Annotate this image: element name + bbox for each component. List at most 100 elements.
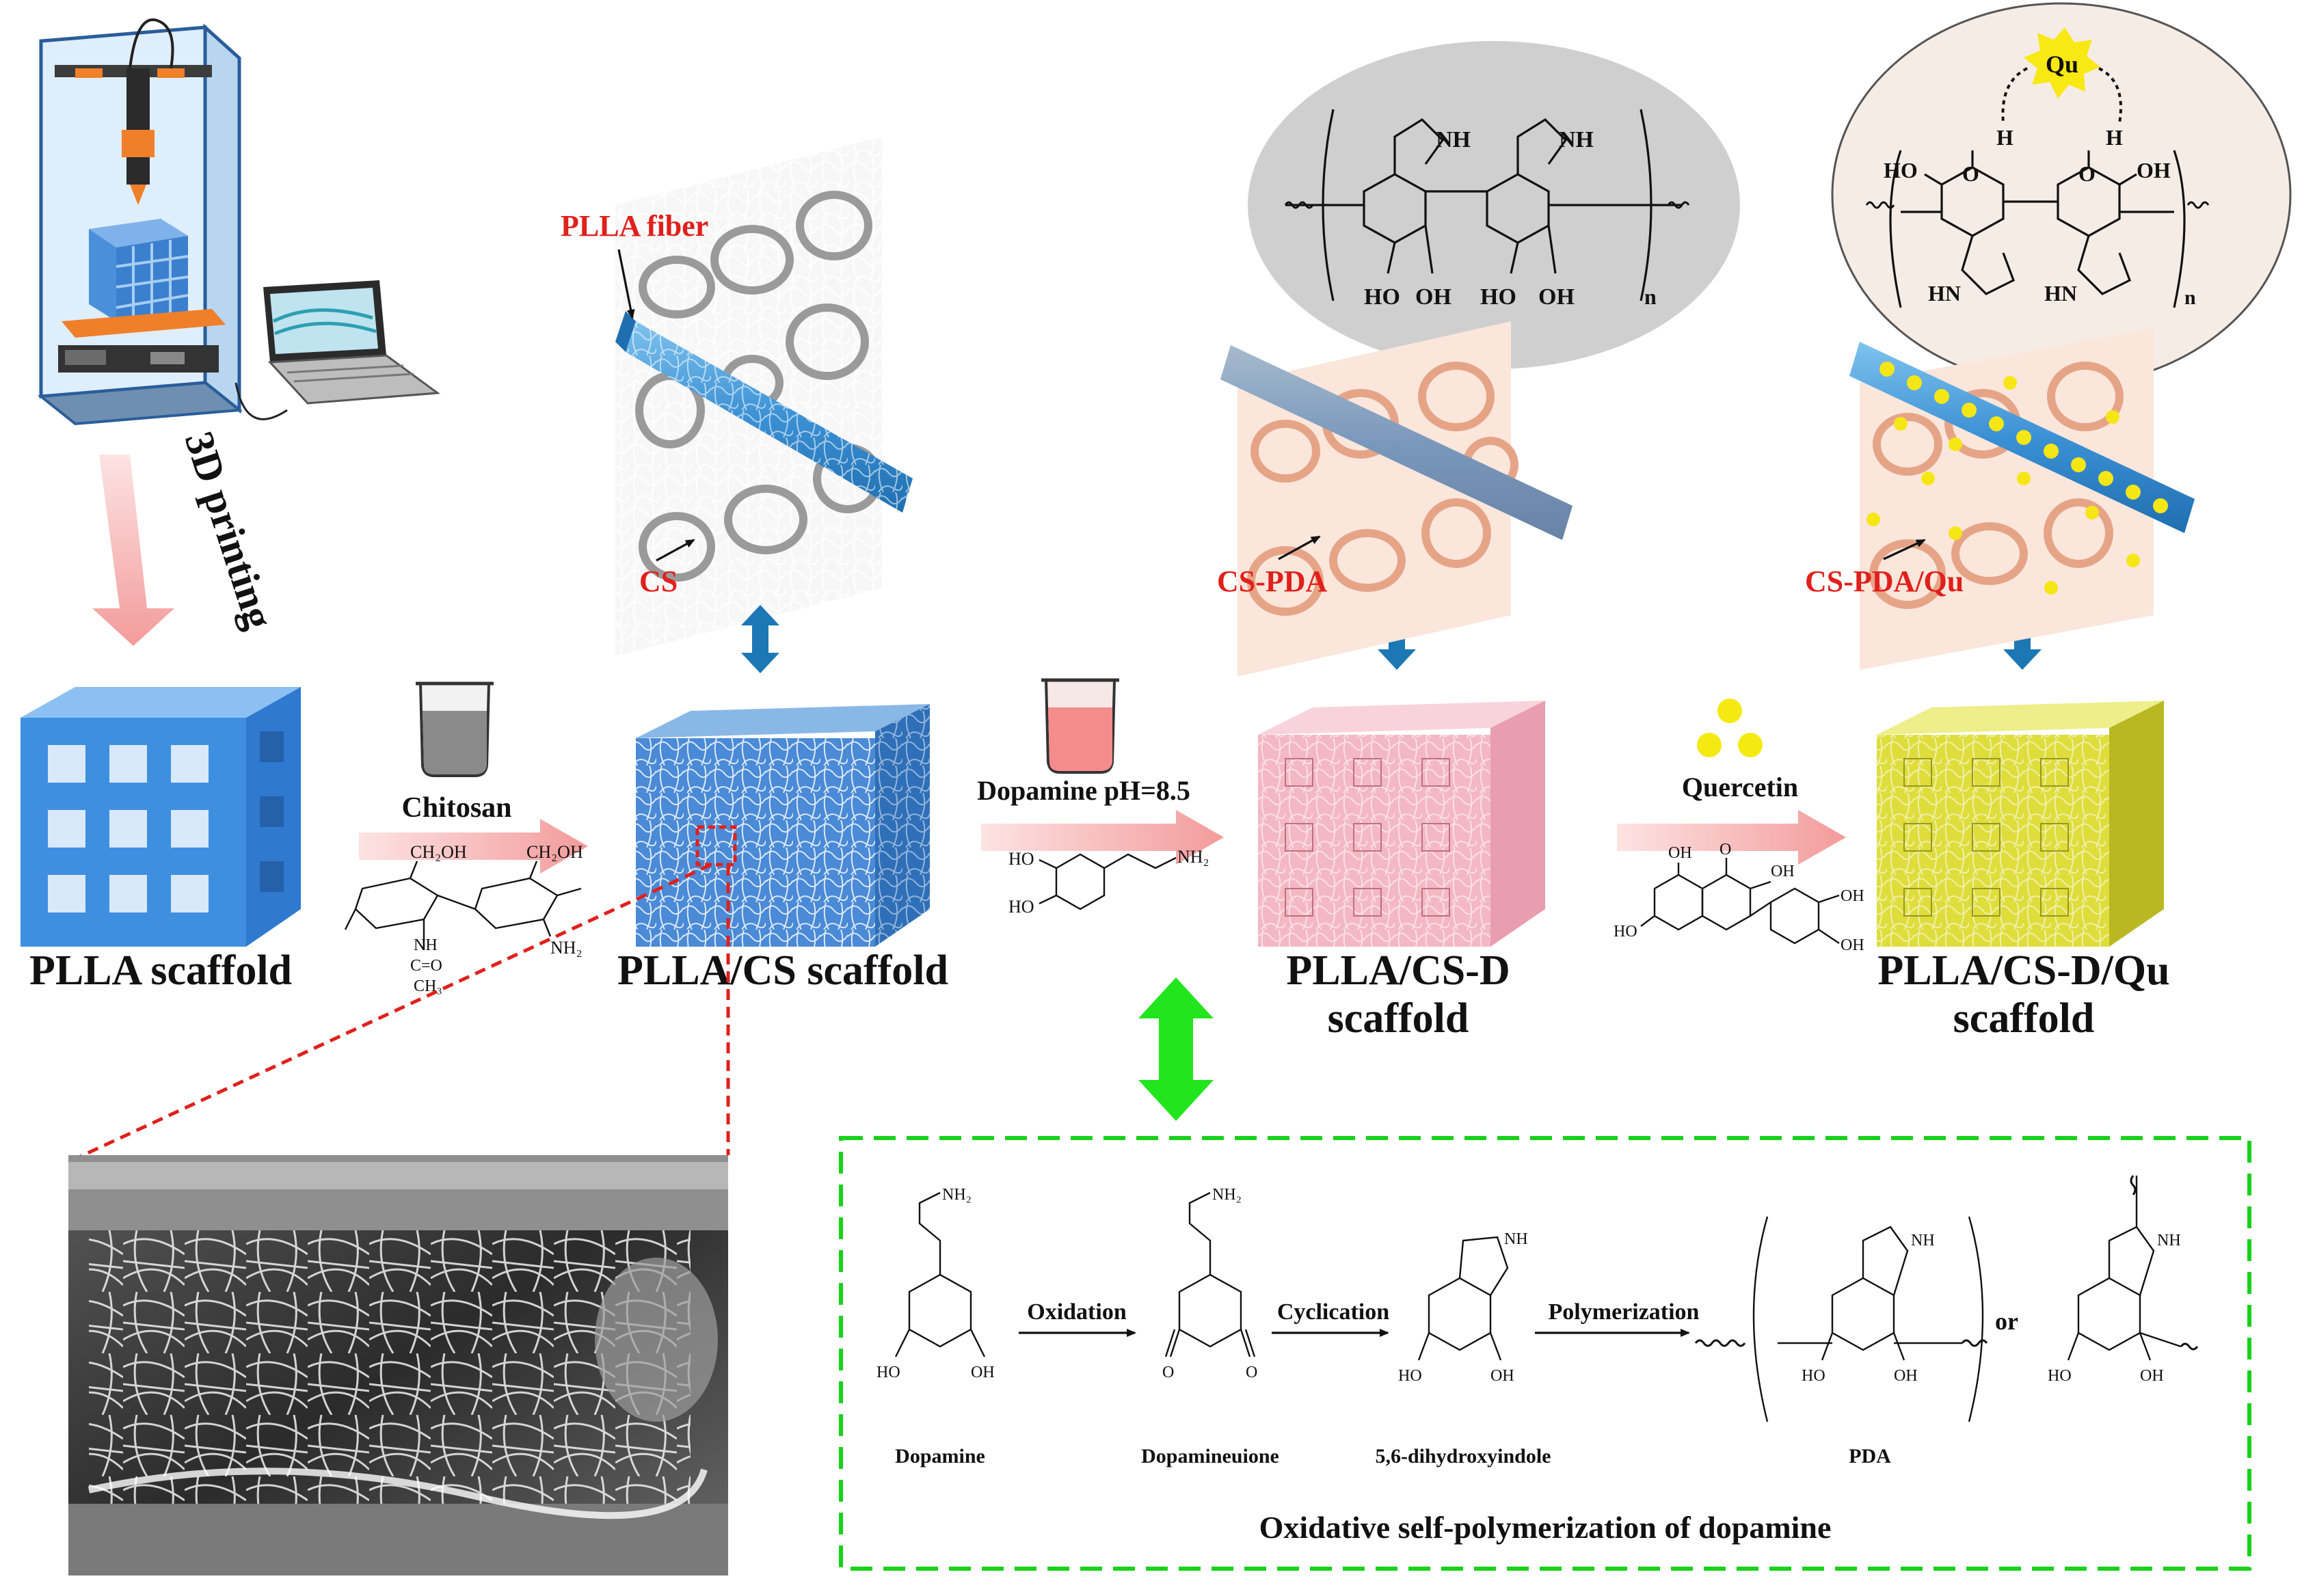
mech-dopaminequinone: NH₂ O O <box>1162 1186 1257 1381</box>
qu-hn-a: HN <box>1928 281 1961 306</box>
chitosan-ch2oh-a: CH₂OH <box>410 842 467 862</box>
teal-arrow-cs <box>741 605 779 673</box>
chitosan-ch2oh-b: CH₂OH <box>526 842 583 862</box>
quercetin-oh-b: OH <box>1771 863 1795 880</box>
mechanism-title: Oxidative self-polymerization of dopamin… <box>1259 1510 1832 1545</box>
qu-badge-label: Qu <box>2046 51 2078 78</box>
plla-cs-scaffold-block <box>636 704 930 947</box>
species-dihydroxyindole: 5,6-dihydroxyindole <box>1375 1445 1551 1467</box>
3d-printer-icon <box>37 18 243 426</box>
laptop-icon <box>235 280 441 420</box>
mech-nh-c: NH <box>2157 1232 2181 1249</box>
plla-csd-label-2: scaffold <box>1328 995 1469 1042</box>
mech-oh-a: OH <box>971 1364 995 1381</box>
qu-ho: HO <box>1884 158 1918 182</box>
plla-cs-scaffold-label: PLLA/CS scaffold <box>617 947 948 994</box>
species-dopaminequinone: Dopamineuione <box>1141 1445 1279 1467</box>
mech-oh-d: OH <box>2140 1367 2164 1385</box>
chitosan-co: C=O <box>410 957 442 975</box>
beaker-icon-dopamine <box>1041 678 1119 774</box>
plla-scaffold-label: PLLA scaffold <box>29 947 292 994</box>
pda-nh-b: NH <box>1559 127 1594 152</box>
mechanism-box <box>839 1136 2251 1571</box>
pda-n-sub: n <box>1644 284 1657 309</box>
cs-pda-label: CS-PDA <box>1217 565 1328 598</box>
pda-ho-a: HO <box>1364 284 1400 310</box>
beaker-icon <box>416 681 494 777</box>
zoom-line-left <box>67 863 712 1164</box>
cs-pda-qu-fiber <box>1849 328 2195 670</box>
step-oxidation: Oxidation <box>1027 1299 1127 1325</box>
mech-nh-b: NH <box>1911 1232 1935 1249</box>
pda-ho-b: HO <box>1480 284 1516 310</box>
species-pda: PDA <box>1849 1445 1891 1467</box>
plla-csdqu-label-1: PLLA/CS-D/Qu <box>1877 947 2169 994</box>
species-dopamine: Dopamine <box>895 1445 985 1467</box>
qu-n-sub: n <box>2184 286 2196 309</box>
quercetin-structure: OH O OH HO OH OH <box>1614 841 1864 954</box>
mech-ho-c: HO <box>1802 1367 1825 1385</box>
plla-fiber-label: PLLA fiber <box>561 209 708 243</box>
qu-oh: OH <box>2137 158 2171 182</box>
chitosan-structure: CH₂OH CH₂OH NH C=O CH₃ NH₂ <box>344 842 583 995</box>
mech-ho-d: HO <box>2048 1367 2072 1385</box>
cs-pointer <box>656 539 695 562</box>
mech-ho-a: HO <box>877 1364 900 1381</box>
chitosan-ch3: CH₃ <box>414 977 442 995</box>
sem-image <box>68 1155 728 1575</box>
mech-dopamine: NH₂ HO OH <box>877 1186 995 1381</box>
plla-csdqu-scaffold-block <box>1877 701 2164 947</box>
quercetin-label: Quercetin <box>1682 772 1798 802</box>
pda-polymer-structure: NH NH HO OH HO OH n <box>1284 109 1690 310</box>
quercetin-oh-a: OH <box>1668 844 1692 862</box>
cs-label: CS <box>639 565 678 598</box>
dopamine-label: Dopamine pH=8.5 <box>977 775 1190 806</box>
cs-pda-pointer <box>1278 535 1321 560</box>
qu-hn-b: HN <box>2044 281 2077 306</box>
or-label: or <box>1995 1308 2018 1335</box>
chitosan-label: Chitosan <box>401 792 511 824</box>
mech-pda-a: NH HO OH <box>1694 1216 1988 1422</box>
printing-label: 3D printing <box>176 427 282 634</box>
pda-nh-a: NH <box>1436 127 1471 152</box>
plla-csdqu-label-2: scaffold <box>1953 995 2095 1042</box>
mech-o-a: O <box>1162 1364 1174 1381</box>
plla-scaffold-block <box>21 687 301 947</box>
mech-oh-b: OH <box>1490 1367 1514 1385</box>
pda-oh-b: OH <box>1538 284 1575 310</box>
step-polymerization: Polymerization <box>1549 1299 1700 1325</box>
mech-ho-b: HO <box>1398 1367 1422 1385</box>
mech-dihydroxyindole: NH HO OH <box>1398 1230 1528 1385</box>
cs-pda-qu-label: CS-PDA/Qu <box>1805 565 1964 598</box>
mech-nh-a: NH <box>1504 1230 1528 1248</box>
plla-fiber-pointer <box>617 249 635 319</box>
qu-o-b: O <box>2078 161 2096 186</box>
plla-csd-label-1: PLLA/CS-D <box>1286 947 1510 994</box>
green-double-arrow <box>1138 977 1214 1121</box>
cs-pda-qu-pointer <box>1883 539 1926 560</box>
cs-fiber-callout <box>615 137 913 656</box>
dopamine-ho-b: HO <box>1008 897 1034 917</box>
dopamine-ho-a: HO <box>1008 849 1034 869</box>
plla-csd-scaffold-block <box>1258 701 1545 947</box>
qu-badge-icon <box>2024 27 2100 98</box>
quercetin-arrow <box>1617 810 1846 865</box>
mech-pda-b: NH HO OH <box>2048 1175 2199 1385</box>
qu-polymer-structure: Qu H H O O HO OH HN HN n <box>1865 27 2210 309</box>
cs-pda-fiber <box>1220 321 1573 677</box>
qu-o-a: O <box>1962 161 1979 186</box>
dopamine-structure: HO HO NH₂ <box>1008 847 1209 917</box>
step-cyclication: Cyclication <box>1277 1299 1389 1325</box>
mech-nh2-b: NH₂ <box>1212 1186 1242 1204</box>
quercetin-dots <box>1697 699 1763 757</box>
quercetin-oh-c: OH <box>1841 887 1864 905</box>
dopamine-arrow <box>981 810 1224 865</box>
chitosan-nh: NH <box>414 936 438 954</box>
printing-arrow <box>92 455 174 646</box>
mech-nh2-a: NH₂ <box>942 1186 972 1204</box>
quercetin-ho: HO <box>1614 923 1637 941</box>
qu-h-b: H <box>2106 125 2123 150</box>
mech-o-b: O <box>1246 1364 1257 1381</box>
quercetin-oh-d: OH <box>1841 936 1864 954</box>
